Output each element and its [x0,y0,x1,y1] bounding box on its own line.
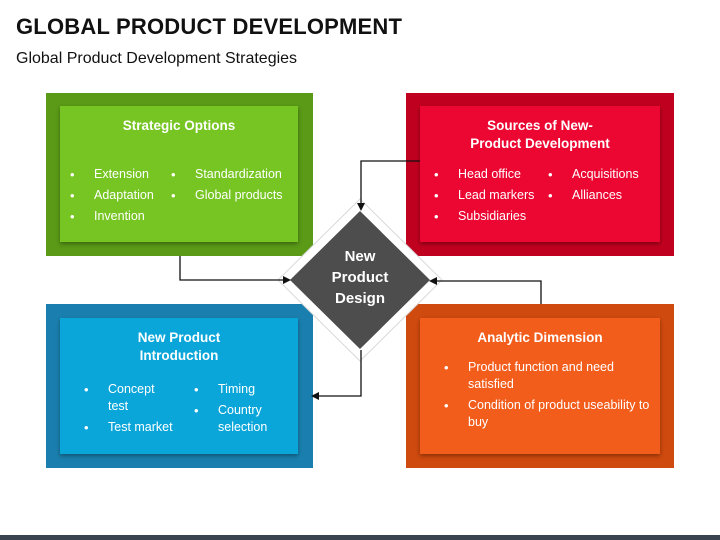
center-label: New Product Design [310,246,410,309]
connector-arrow-top-left [179,256,291,284]
page-title: GLOBAL PRODUCT DEVELOPMENT [16,14,403,39]
connector-arrow-bottom-left [311,350,362,400]
connector-arrow-bottom-right [429,277,542,304]
list-item: Country selection [194,402,294,436]
list-item: Standardization [171,164,296,185]
introduction-list-1: Concept test Test market [84,381,174,440]
strategic-options-panel: Strategic Options Extension Adaptation I… [60,106,298,242]
list-item: Alliances [548,185,658,206]
sources-title-line-1: Sources of New- [487,118,593,133]
list-item: Head office [434,164,554,185]
introduction-frame: New Product Introduction Concept test Te… [46,304,313,468]
sources-frame: Sources of New- Product Development Head… [406,93,674,256]
center-label-line-3: Design [334,290,385,307]
list-item: Extension [70,164,180,185]
analytic-panel: Analytic Dimension Product function and … [420,318,660,454]
analytic-frame: Analytic Dimension Product function and … [406,304,674,468]
strategic-options-frame: Strategic Options Extension Adaptation I… [46,93,313,256]
list-item: Concept test [84,381,174,415]
list-item: Acquisitions [548,164,658,185]
list-item: Condition of product useability to buy [444,397,654,431]
sources-panel: Sources of New- Product Development Head… [420,106,660,242]
list-item: Lead markers [434,185,554,206]
sources-title-line-2: Product Development [470,136,610,151]
list-item: Global products [171,185,296,206]
list-item: Test market [84,419,174,436]
introduction-panel: New Product Introduction Concept test Te… [60,318,298,454]
center-label-line-2: Product [331,269,389,286]
list-item: Timing [194,381,294,398]
introduction-title-line-2: Introduction [139,348,219,363]
center-label-line-1: New [344,248,376,265]
list-item: Subsidiaries [434,206,554,227]
sources-list-1: Head office Lead markers Subsidiaries [434,164,554,227]
strategic-options-list-2: Standardization Global products [171,164,296,206]
analytic-title: Analytic Dimension [477,330,603,345]
strategic-options-list-1: Extension Adaptation Invention [70,164,180,227]
list-item: Product function and need satisfied [444,359,654,393]
strategic-options-title: Strategic Options [122,118,236,133]
list-item: Adaptation [70,185,180,206]
page-subtitle: Global Product Development Strategies [16,50,298,67]
list-item: Invention [70,206,180,227]
connector-arrow-top-right [357,160,420,211]
analytic-list: Product function and need satisfied Cond… [444,359,654,435]
footer-bar [0,535,720,540]
sources-list-2: Acquisitions Alliances [548,164,658,206]
introduction-title-line-1: New Product [137,330,221,345]
introduction-list-2: Timing Country selection [194,381,294,440]
center-diamond [290,211,430,349]
